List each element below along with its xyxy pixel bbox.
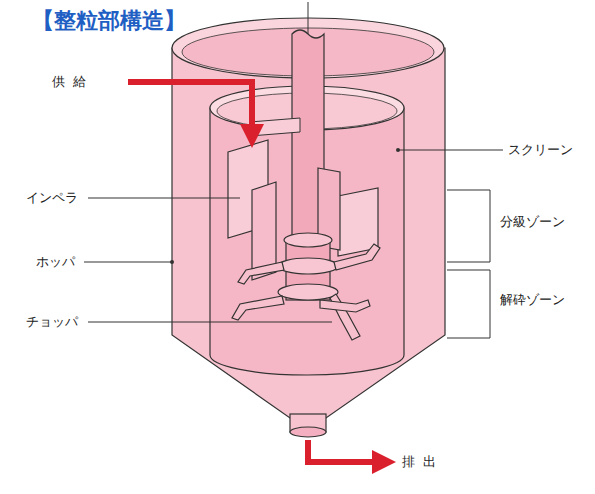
leader-line [398, 150, 503, 151]
supply-arrow [128, 82, 252, 136]
part-label: ホッパ [36, 254, 75, 270]
part-label: 排出 [402, 454, 444, 470]
part-label: 供給 [52, 74, 94, 90]
leader-line [88, 322, 332, 323]
hub-disc [284, 233, 332, 247]
part-label: インペラ [26, 190, 78, 206]
diagram-title: 【整粒部構造】 [32, 6, 186, 36]
leader-dot [396, 148, 400, 152]
leader-line [88, 198, 240, 199]
part-label: チョッパ [26, 314, 78, 330]
hub-disc [278, 258, 338, 274]
chopper-blade [320, 300, 370, 312]
chopper-blade [232, 296, 284, 320]
impeller-top [250, 118, 300, 136]
chopper-blade [334, 244, 380, 270]
leader-line [84, 262, 172, 263]
zone-bracket [447, 270, 490, 338]
outlet-rim [290, 427, 326, 437]
chopper-blade [330, 294, 360, 340]
zone-bracket [447, 190, 490, 262]
part-label: スクリーン [508, 142, 573, 158]
part-label: 分級ゾーン [500, 214, 565, 230]
leader-dot [170, 260, 174, 264]
hub-disc [278, 284, 338, 300]
discharge-arrow [308, 440, 384, 462]
part-label: 解砕ゾーン [500, 292, 565, 308]
chopper-blade [238, 262, 284, 284]
